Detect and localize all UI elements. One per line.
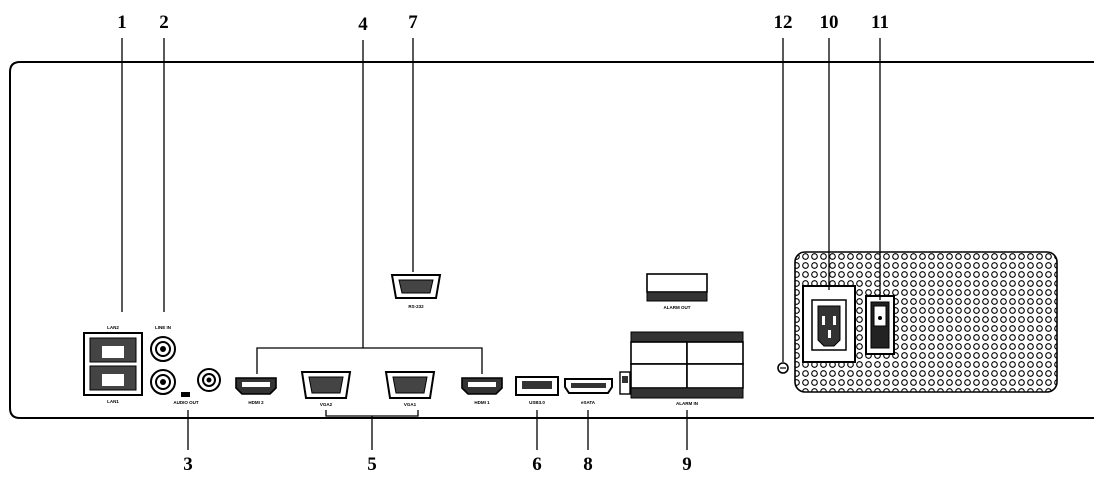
ground-screw [777, 362, 789, 374]
callout-10: 10 [820, 12, 839, 33]
callout-8: 8 [583, 454, 593, 475]
audio-out-marker [181, 392, 190, 397]
rs232-label: RS-232 [408, 304, 424, 309]
vga1-port[interactable] [384, 371, 436, 399]
callout-9: 9 [682, 454, 692, 475]
lan2-label: LAN2 [107, 325, 119, 330]
vga1-label: VGA1 [404, 402, 417, 407]
esata-label: eSATA [581, 400, 596, 405]
rs232-port[interactable] [390, 274, 442, 299]
callout-2: 2 [159, 12, 169, 33]
callout-1: 1 [117, 12, 127, 33]
alarm-out-terminal[interactable] [646, 273, 708, 302]
callout-3: 3 [183, 454, 193, 475]
leader-lines [121, 38, 881, 450]
callout-6: 6 [532, 454, 542, 475]
callout-12: 12 [774, 12, 793, 33]
vga2-port[interactable] [300, 371, 352, 399]
hdmi1-label: HDMI 1 [474, 400, 490, 405]
audio-out-label: AUDIO OUT [173, 400, 199, 405]
usb-port[interactable] [515, 376, 559, 396]
callout-4: 4 [358, 14, 368, 35]
alarm-in-terminal[interactable] [630, 331, 744, 399]
alarm-in-label: ALARM IN [676, 401, 698, 406]
line-in-label: LINE IN [155, 325, 171, 330]
power-inlet[interactable] [802, 285, 856, 363]
dip-switch[interactable] [619, 371, 631, 395]
esata-port[interactable] [564, 378, 613, 394]
callout-5: 5 [367, 454, 377, 475]
callout-11: 11 [871, 12, 889, 33]
alarm-out-label: ALARM OUT [664, 305, 691, 310]
chassis-outline [9, 61, 1094, 419]
hdmi2-label: HDMI 2 [248, 400, 264, 405]
audio-out-jack[interactable] [150, 369, 176, 395]
callout-7: 7 [408, 12, 418, 33]
hdmi1-port[interactable] [461, 377, 503, 395]
hdmi2-port[interactable] [235, 377, 277, 395]
lan1-label: LAN1 [107, 399, 119, 404]
line-in-jack[interactable] [150, 336, 176, 362]
audio-jack-2[interactable] [197, 368, 221, 392]
vga2-label: VGA2 [320, 402, 333, 407]
usb-label: USB3.0 [529, 400, 545, 405]
lan-ports[interactable] [83, 332, 143, 396]
power-switch[interactable] [865, 295, 895, 355]
psu-vent-panel [794, 251, 1058, 393]
